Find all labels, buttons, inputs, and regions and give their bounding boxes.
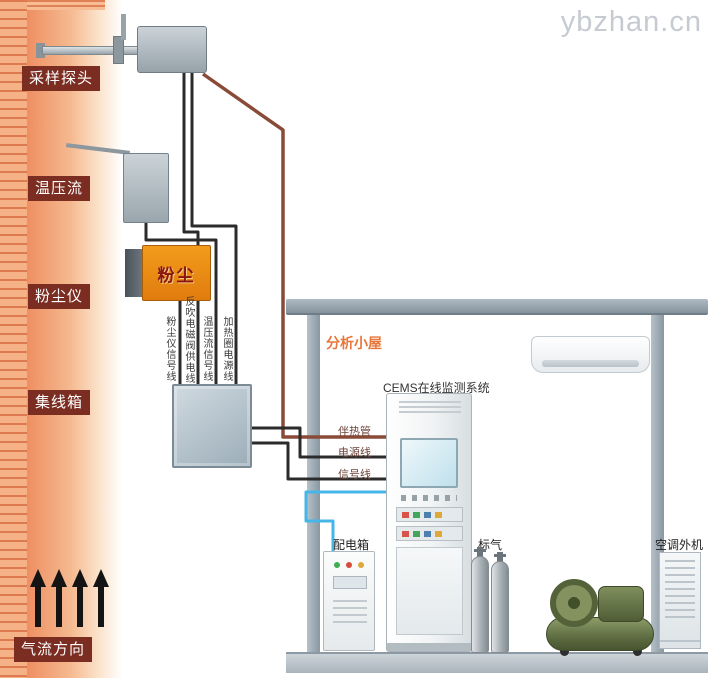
label-blowback-valve-power-wire: 反吹电磁阀供电线 [183,296,194,384]
standard-gas-title: 标气 [478,538,503,552]
air-conditioner-outdoor-unit [659,552,701,649]
label-dust-meter: 粉尘仪 [28,284,91,309]
up-arrow-icon [72,569,88,627]
sampling-probe-tip [36,43,45,58]
analyzer-module [396,507,463,522]
ac-outdoor-title: 空调外机 [655,538,704,552]
shed-left-wall [307,315,320,661]
compressor-flywheel [550,579,598,627]
wire-heat-trace [201,72,392,439]
label-airflow-direction: 气流方向 [14,637,93,662]
up-arrow-icon [93,569,109,627]
sampling-probe-rod [42,46,140,55]
up-arrow-icon [51,569,67,627]
dust-meter-mount [125,249,142,297]
label-sampling-probe: 采样探头 [22,66,101,91]
wire-power-line [252,426,392,459]
up-arrow-icon [30,569,46,627]
junction-box-device [172,384,252,468]
ac-foot [660,640,700,642]
shed-floor [286,652,708,673]
shed-title: 分析小屋 [326,335,382,351]
cabinet-screen [400,438,458,488]
compressor-wheel [633,647,642,656]
analyzer-module [396,526,463,541]
label-temp-pressure-flow: 温压流 [28,176,91,201]
sampling-probe-unit [137,26,207,73]
chimney-body [27,0,122,678]
chimney-wall [0,0,27,678]
compressor-motor [598,586,644,622]
gas-cylinder-valve [474,549,486,552]
label-tpf-signal-wire: 温压流信号线 [201,316,212,382]
air-conditioner-indoor-unit [531,336,650,373]
cems-cabinet [386,393,472,652]
label-dust-signal-wire: 粉尘仪信号线 [164,316,175,382]
gas-cylinder-valve [494,554,506,557]
cabinet-button-row [401,495,457,501]
label-power-line: 电源线 [338,447,371,459]
cabinet-door [396,547,463,635]
gas-cylinder [491,561,509,653]
ac-grille [665,560,695,622]
label-signal-line: 信号线 [338,469,371,481]
cabinet-base [387,643,471,651]
chimney-wall-cap [27,0,105,10]
power-distribution-box [323,551,375,651]
compressor-wheel [560,647,569,656]
watermark: ybzhan.cn [560,6,702,38]
dust-meter-device: 粉尘 [142,245,211,301]
gas-cylinder-valve [497,552,503,562]
indicator-leds [334,562,340,568]
ac-vent [542,360,639,367]
label-heat-trace-pipe: 伴热管 [338,426,371,438]
label-junction-box: 集线箱 [28,390,91,415]
sampling-probe-flange [113,36,124,64]
temp-pressure-flow-unit [123,153,169,223]
label-heater-coil-power-wire: 加热圈电源线 [221,316,232,382]
shed-roof [286,299,708,315]
cabinet-vent [399,401,461,413]
cems-system-title: CEMS在线监测系统 [383,381,490,395]
panel-rows [333,600,367,602]
gas-cylinder-valve [477,547,483,557]
gas-cylinder [471,556,489,653]
panel-meter [333,576,367,589]
wire-signal-line [252,441,392,481]
sampling-probe-stem [121,14,126,40]
